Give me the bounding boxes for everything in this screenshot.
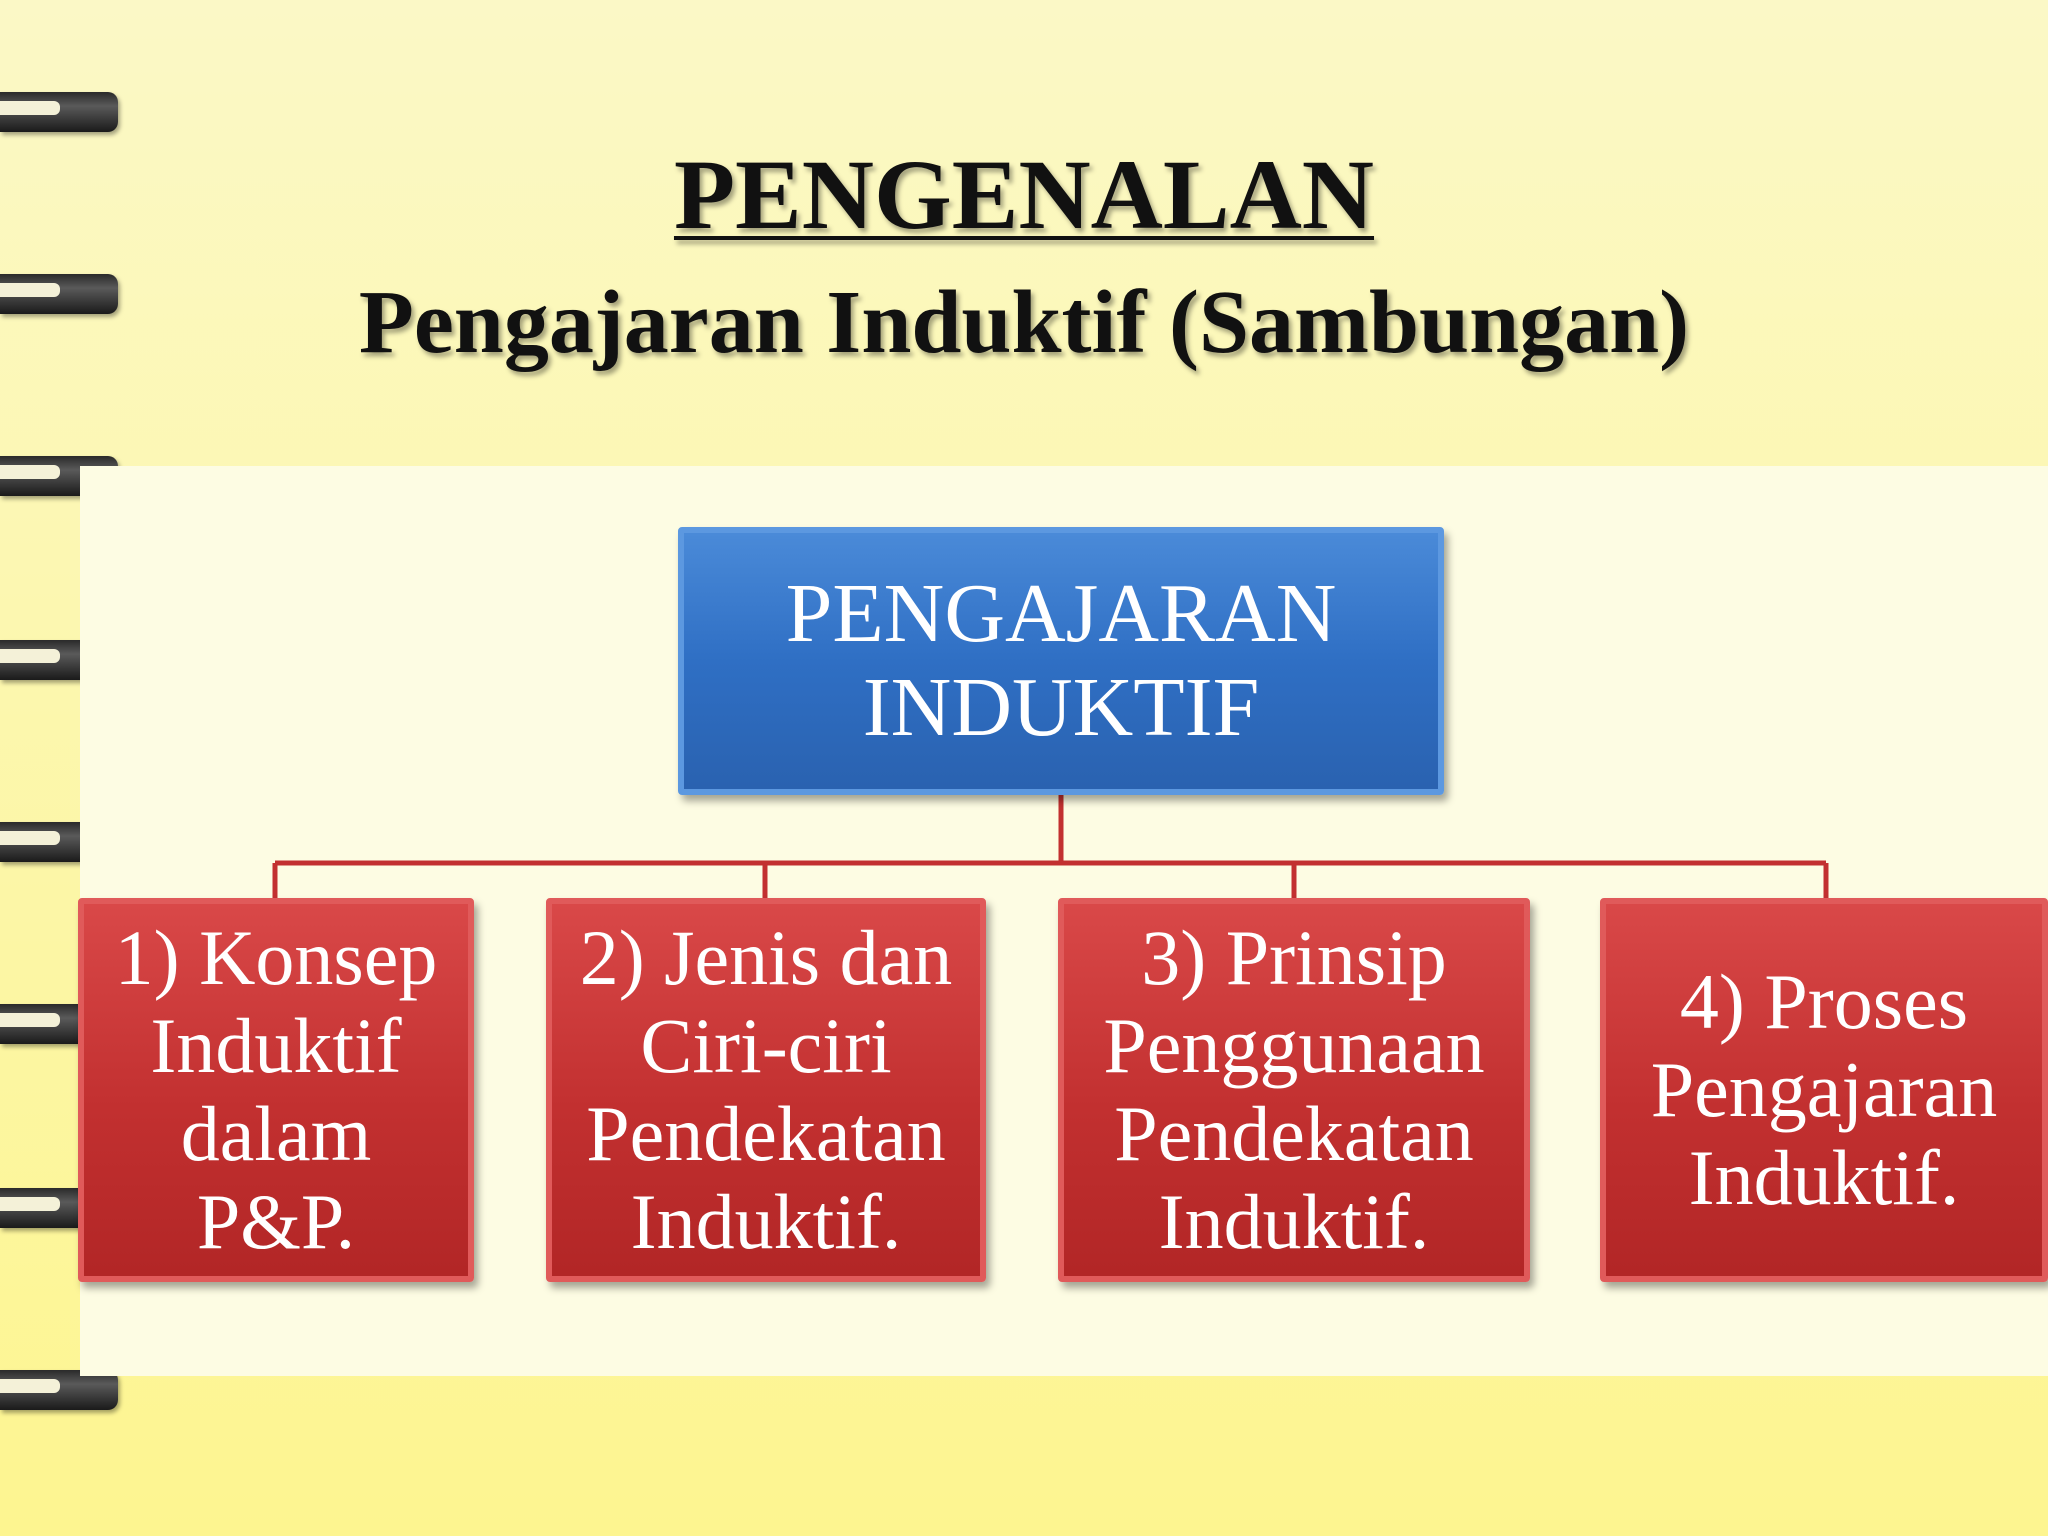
binding-ring <box>0 1370 118 1410</box>
child-node-label: 1) Konsep Induktif dalam P&P. <box>114 914 438 1265</box>
title-block: PENGENALAN Pengajaran Induktif (Sambunga… <box>0 140 2048 378</box>
slide-title: PENGENALAN <box>673 139 1375 250</box>
binding-ring <box>0 92 118 132</box>
binding-ring <box>0 274 118 314</box>
child-node-label: 3) Prinsip Penggunaan Pendekatan Indukti… <box>1103 914 1485 1265</box>
child-node-label: 4) Proses Pengajaran Induktif. <box>1650 958 1998 1221</box>
child-node-4: 4) Proses Pengajaran Induktif. <box>1600 898 2048 1282</box>
root-node-label: PENGAJARAN INDUKTIF <box>785 567 1337 754</box>
slide-subtitle: Pengajaran Induktif (Sambungan) <box>358 273 1690 372</box>
root-node: PENGAJARAN INDUKTIF <box>678 527 1444 795</box>
child-node-2: 2) Jenis dan Ciri-ciri Pendekatan Indukt… <box>546 898 986 1282</box>
child-node-1: 1) Konsep Induktif dalam P&P. <box>78 898 474 1282</box>
child-node-label: 2) Jenis dan Ciri-ciri Pendekatan Indukt… <box>579 914 953 1265</box>
child-node-3: 3) Prinsip Penggunaan Pendekatan Indukti… <box>1058 898 1530 1282</box>
